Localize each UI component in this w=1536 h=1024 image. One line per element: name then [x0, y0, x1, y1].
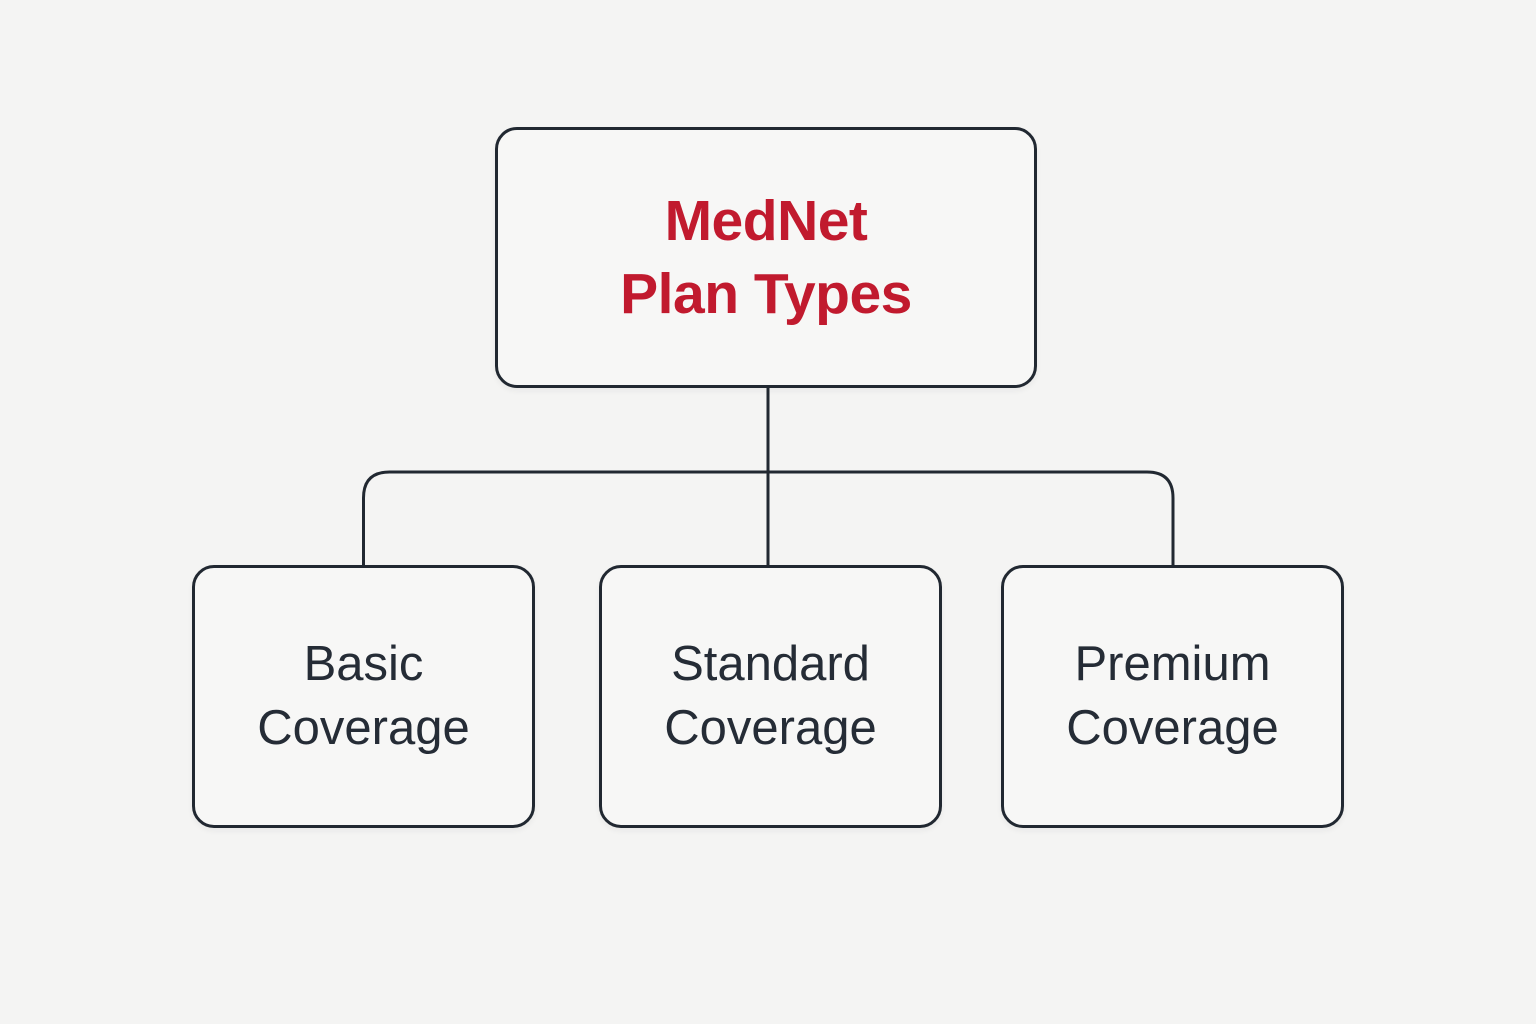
node-basic-coverage: Basic Coverage — [192, 565, 535, 828]
node-premium-coverage-label: Premium Coverage — [1066, 636, 1279, 755]
node-premium-coverage: Premium Coverage — [1001, 565, 1344, 828]
root-node-mednet-plan-types: MedNet Plan Types — [495, 127, 1037, 388]
root-node-label: MedNet Plan Types — [620, 188, 912, 326]
connector-right-branch — [768, 470, 1175, 565]
connector-left-branch — [362, 470, 768, 565]
node-standard-coverage-label: Standard Coverage — [664, 636, 877, 755]
node-basic-coverage-label: Basic Coverage — [257, 636, 470, 755]
node-standard-coverage: Standard Coverage — [599, 565, 942, 828]
